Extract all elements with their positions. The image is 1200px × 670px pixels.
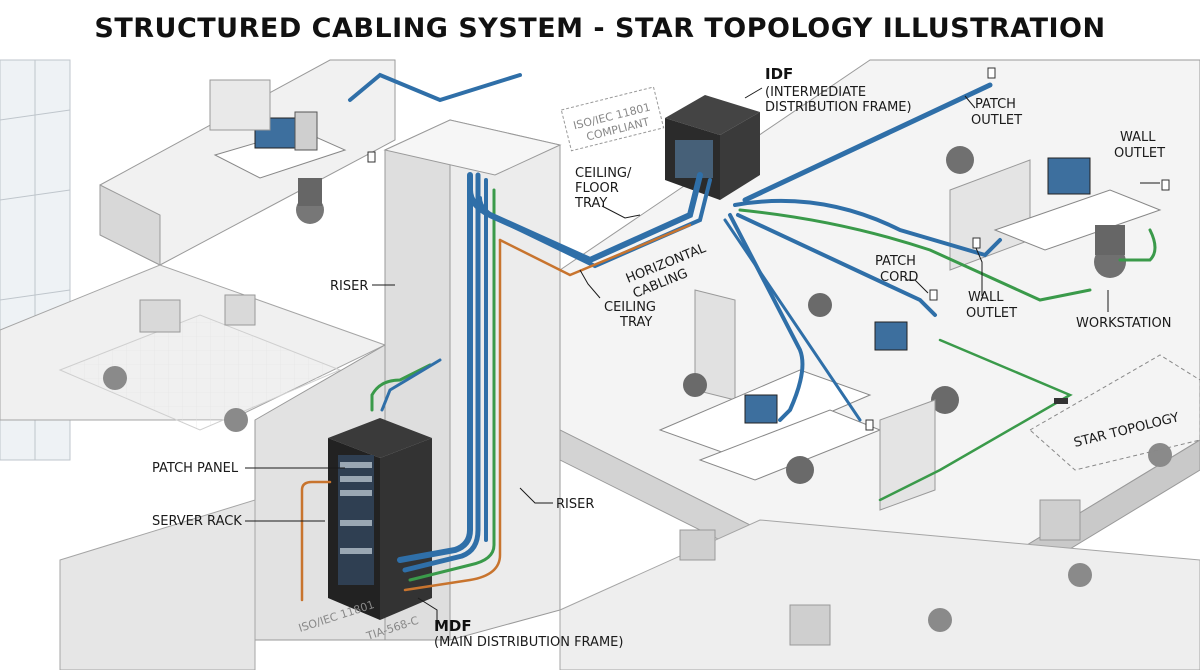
patch-cord-line2: CORD	[880, 270, 918, 285]
wall-outlet-markers	[367, 67, 1170, 431]
diagram-title: STRUCTURED CABLING SYSTEM - STAR TOPOLOG…	[94, 13, 1106, 44]
mdf-abbr: MDF	[434, 617, 472, 635]
lower-left-cubicles	[103, 294, 256, 432]
right-cubicles	[946, 146, 1162, 278]
upper-workstation	[209, 79, 347, 224]
wall-outlet-upper-line2: OUTLET	[1114, 146, 1165, 161]
idf-line2: DISTRIBUTION FRAME)	[765, 100, 912, 115]
server-rack	[328, 418, 432, 620]
patch-outlet-line2: OUTLET	[971, 113, 1022, 128]
leader-lines	[245, 87, 1160, 627]
wall-outlet-upper-line1: WALL	[1120, 130, 1156, 145]
building-illustration: ISO/IEC 11801 COMPLIANT ISO/IEC 11801 TI…	[0, 59, 1200, 670]
patch-cord-line1: PATCH	[875, 254, 916, 269]
wall-outlet-lower-line1: WALL	[968, 290, 1004, 305]
ceiling-floor-tray-line2: FLOOR	[575, 181, 619, 196]
patch-outlet-line1: PATCH	[975, 97, 1016, 112]
idf-cabinet	[665, 95, 760, 200]
bottom-floor	[59, 499, 1200, 670]
idf-line1: (INTERMEDIATE	[765, 85, 866, 100]
cabling	[300, 72, 1157, 602]
patch-panel-label: PATCH PANEL	[152, 461, 239, 476]
center-cubicles	[658, 289, 959, 511]
idf-abbr: IDF	[765, 65, 793, 83]
riser-upper-label: RISER	[330, 279, 368, 294]
server-rack-label: SERVER RACK	[152, 514, 242, 529]
ceiling-floor-tray-line1: CEILING/	[575, 166, 632, 181]
mdf-full: (MAIN DISTRIBUTION FRAME)	[434, 635, 623, 650]
riser-lower-label: RISER	[556, 497, 594, 512]
bottom-furniture	[679, 443, 1172, 646]
ceiling-tray-line1: CEILING	[604, 300, 656, 315]
wall-outlet-lower-line2: OUTLET	[966, 306, 1017, 321]
workstation-label: WORKSTATION	[1076, 316, 1171, 331]
ceiling-tray-line2: TRAY	[619, 315, 652, 330]
ceiling-floor-tray-line3: TRAY	[574, 196, 607, 211]
lower-left-floor	[0, 264, 387, 431]
iso-compliance-stamp: ISO/IEC 11801 COMPLIANT	[560, 86, 665, 152]
